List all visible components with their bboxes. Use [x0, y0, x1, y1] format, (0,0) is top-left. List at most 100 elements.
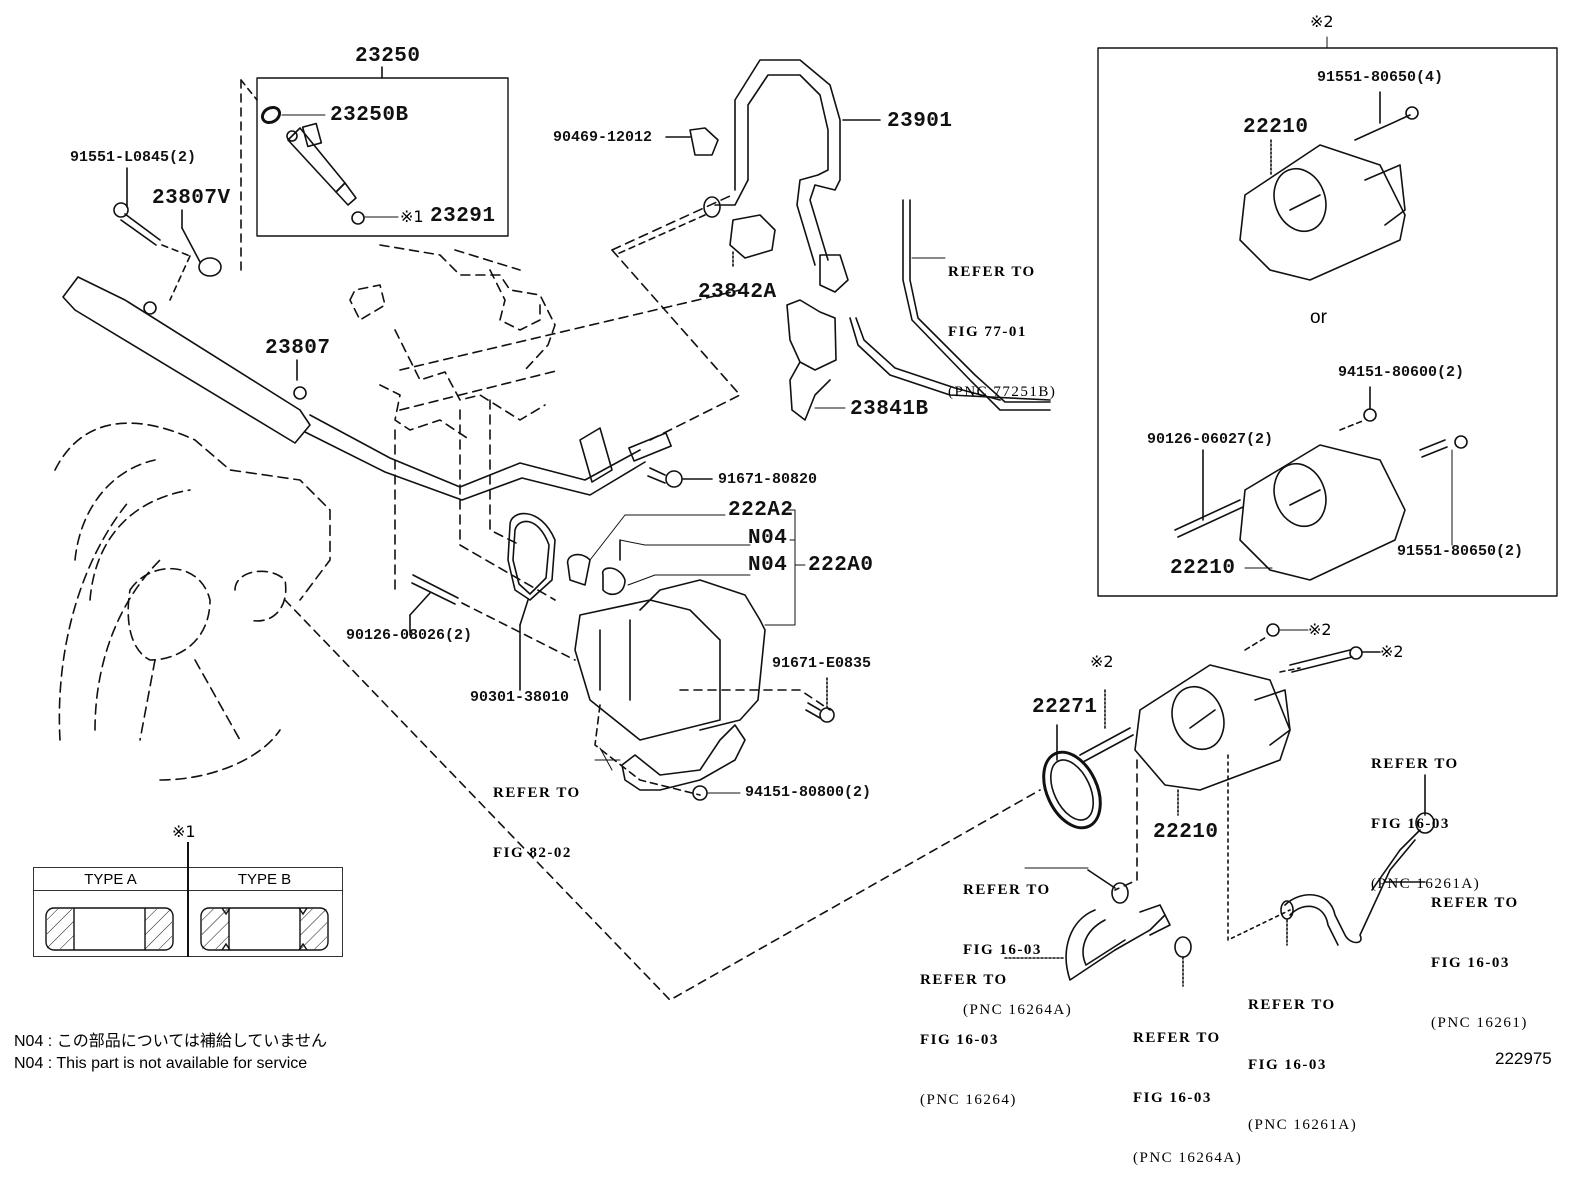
ref-line: (PNC 16264A) [1133, 1150, 1243, 1166]
fuel-tube-77-01 [849, 199, 1051, 411]
bracket-82-02 [594, 724, 746, 791]
throttle-body-22210 [1134, 664, 1291, 816]
note-english: N04 : This part is not available for ser… [14, 1055, 308, 1072]
note-code: N04 [14, 1033, 44, 1050]
note-text: This part is not available for service [56, 1055, 308, 1072]
ref-line: FIG 82-02 [493, 845, 572, 861]
ref-line: (PNC 16264A) [963, 1002, 1073, 1018]
intake-manifold [54, 422, 331, 781]
callout-22210: 22210 [1153, 821, 1219, 844]
bolt-91671-80820 [647, 467, 713, 488]
callout-23841B: 23841B [850, 398, 929, 421]
note-mark-1: ※1 [400, 207, 424, 226]
callout-23291: 23291 [430, 205, 496, 228]
callout-23807V: 23807V [152, 187, 231, 210]
ref-line: FIG 16-03 [1133, 1090, 1212, 1106]
type-a-header: TYPE A [84, 871, 137, 888]
ref-line: REFER TO [1133, 1030, 1221, 1046]
callout-91671-80820: 91671-80820 [718, 471, 818, 488]
note-code: N04 [14, 1055, 44, 1072]
ref-line: REFER TO [948, 264, 1036, 280]
type-table: TYPE A TYPE B [33, 842, 343, 957]
ref-line: (PNC 16261) [1431, 1015, 1528, 1031]
ref-line: FIG 16-03 [963, 942, 1042, 958]
ref-fig-16-03-16264A-bottom: REFER TO FIG 16-03 (PNC 16264A) [1133, 988, 1242, 1188]
alt-upper-body: 22210 [1243, 116, 1309, 139]
ref-line: REFER TO [493, 785, 581, 801]
mark2-nut: ※2 [1308, 620, 1332, 639]
note-japanese: N04 : この部品については補給していません [14, 1033, 327, 1050]
clamp-90469 [665, 127, 719, 156]
injector-kit-box [256, 66, 509, 237]
ref-line: (PNC 16261A) [1371, 876, 1481, 892]
callout-23842A: 23842A [698, 281, 777, 304]
ref-fig-16-03-16264: REFER TO FIG 16-03 (PNC 16264) [920, 930, 1017, 1130]
ref-line: FIG 77-01 [948, 324, 1027, 340]
callout-91671-E0835: 91671-E0835 [772, 655, 872, 672]
callout-23807: 23807 [265, 337, 331, 360]
callout-N04-a: N04 [748, 527, 788, 550]
callout-90126-08026: 90126-08026(2) [346, 627, 473, 644]
actuator-222A0 [566, 509, 806, 741]
ref-fig-16-03-16261: REFER TO FIG 16-03 (PNC 16261) [1431, 853, 1528, 1053]
ref-line: (PNC 77251B) [948, 384, 1057, 400]
ref-fig-16-03-16261A-bottom: REFER TO FIG 16-03 (PNC 16261A) [1248, 955, 1357, 1155]
bracket-23841B [786, 299, 846, 421]
ref-line: FIG 16-03 [920, 1032, 999, 1048]
type-table-divider [187, 842, 189, 957]
clamp-23842A [729, 214, 776, 269]
nut-94151-80800 [692, 785, 741, 801]
hose-16261 [1280, 774, 1435, 946]
fuel-hose [703, 59, 881, 293]
callout-22271: 22271 [1032, 696, 1098, 719]
callout-90469-12012: 90469-12012 [553, 129, 653, 146]
spacer-23807V [181, 209, 222, 277]
note-text: この部品については補給していません [56, 1033, 327, 1050]
alt-box-mark: ※2 [1310, 12, 1334, 31]
ref-fig-77-01: REFER TO FIG 77-01 (PNC 77251B) [948, 222, 1056, 422]
ref-line: REFER TO [1248, 997, 1336, 1013]
ref-line: (PNC 16261A) [1248, 1117, 1358, 1133]
ref-line: REFER TO [1371, 756, 1459, 772]
type-b-header: TYPE B [237, 871, 292, 888]
ref-line: FIG 16-03 [1371, 816, 1450, 832]
parts-diagram [54, 36, 1558, 1001]
type-a-insulator-icon [45, 907, 174, 951]
alt-nut: 94151-80600(2) [1338, 364, 1465, 381]
ref-fig-16-03-16261A-top: REFER TO FIG 16-03 (PNC 16261A) [1371, 714, 1480, 914]
alt-lower-bolt: 91551-80650(2) [1397, 543, 1524, 560]
leader-dashed-turbo [284, 599, 1041, 1001]
nut-right [1266, 623, 1280, 637]
bolt-91551-L0845 [113, 167, 161, 246]
delivery-pipe [62, 276, 672, 501]
alt-stud: 90126-06027(2) [1147, 431, 1274, 448]
callout-94151-80800: 94151-80800(2) [745, 784, 872, 801]
callout-23901: 23901 [887, 110, 953, 133]
stud-90126-08026 [409, 574, 459, 636]
callout-90301-38010: 90301-38010 [470, 689, 570, 706]
ref-line: FIG 16-03 [1431, 955, 1510, 971]
throttle-body-upper [1239, 144, 1406, 281]
alt-lower-body: 22210 [1170, 557, 1236, 580]
callout-23250B: 23250B [330, 104, 409, 127]
ref-line: REFER TO [920, 972, 1008, 988]
callout-222A2: 222A2 [728, 499, 794, 522]
mark2-stud: ※2 [1090, 652, 1114, 671]
callout-23250: 23250 [355, 45, 421, 68]
gasket-90301-38010 [507, 512, 556, 691]
ref-line: FIG 16-03 [1248, 1057, 1327, 1073]
mark2-bolt: ※2 [1380, 642, 1404, 661]
callout-91551-L0845: 91551-L0845(2) [70, 149, 197, 166]
fuel-injector [286, 122, 365, 225]
alt-or-text: or [1310, 307, 1327, 328]
type-b-insulator-icon [200, 907, 329, 951]
stud-right [1079, 689, 1134, 763]
ref-fig-16-03-16264A-left: REFER TO FIG 16-03 (PNC 16264A) [963, 840, 1072, 1040]
bolt-91671-E0835 [805, 677, 835, 723]
bolt-right [1289, 646, 1381, 673]
hose-16264 [1004, 869, 1192, 987]
alt-throttle-box [1097, 36, 1558, 597]
callout-N04-b: N04 [748, 554, 788, 577]
ref-fig-82-02: REFER TO FIG 82-02 [493, 743, 581, 883]
gasket-22271 [1042, 724, 1102, 830]
